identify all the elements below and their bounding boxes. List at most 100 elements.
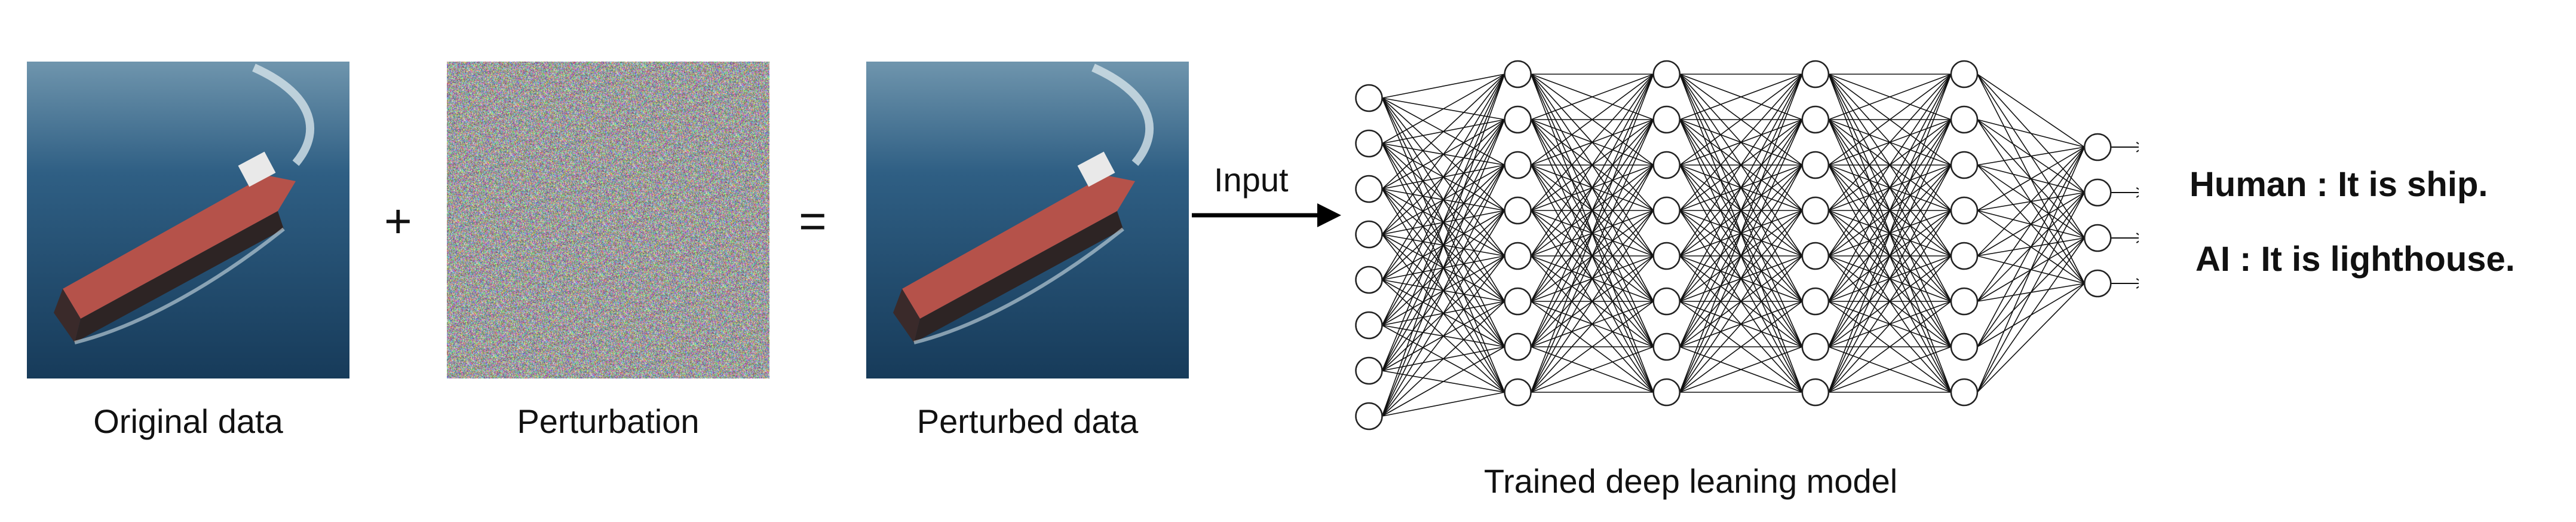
network-edge: [1530, 164, 1654, 393]
network-edge: [1679, 119, 1803, 393]
network-node: [1801, 378, 1830, 407]
network-node: [1801, 151, 1830, 179]
network-node: [1801, 287, 1830, 316]
network-node: [1504, 151, 1532, 179]
network-edge: [1828, 74, 1952, 257]
network-edge: [1828, 210, 1952, 393]
network-node: [2084, 178, 2112, 207]
network-node: [1652, 105, 1680, 134]
network-edge: [1382, 74, 1505, 99]
caption-perturbation: Perturbation: [517, 402, 700, 440]
network-node: [1950, 332, 1979, 361]
network-edge: [1977, 146, 2085, 166]
caption-model: Trained deep leaning model: [1484, 462, 1898, 500]
perturbed-image: [866, 62, 1189, 378]
network-node: [1652, 60, 1680, 88]
network-node: [1355, 220, 1383, 249]
network-edge: [1531, 301, 1654, 393]
network-node: [1652, 151, 1680, 179]
network-node: [1355, 311, 1383, 340]
plus-operator: +: [384, 194, 412, 248]
network-edge: [1828, 119, 1952, 393]
original-image: [27, 62, 349, 378]
network-node: [2084, 269, 2112, 298]
network-edge: [1381, 74, 1505, 326]
network-edge: [1679, 210, 1803, 393]
network-edge: [1381, 74, 1505, 280]
network-edge: [1977, 283, 2085, 393]
network-edge: [1530, 74, 1654, 302]
network-edge: [1977, 146, 2085, 302]
network-edge: [1679, 74, 1803, 211]
network-edge: [1828, 74, 1952, 166]
network-node: [1801, 105, 1830, 134]
network-node: [1355, 265, 1383, 294]
network-node: [1950, 151, 1979, 179]
network-edge: [1977, 146, 2085, 347]
network-edge: [1530, 74, 1654, 393]
network-node: [1504, 332, 1532, 361]
network-edge: [1828, 74, 1952, 302]
network-edge: [1828, 346, 1952, 393]
network-edge: [1381, 74, 1505, 190]
network-edge: [1531, 74, 1654, 166]
network-node: [1652, 242, 1680, 270]
network-edge: [1381, 74, 1505, 417]
network-edge: [1530, 119, 1654, 393]
perturbation-image: [447, 62, 769, 378]
network-edge: [1679, 74, 1803, 302]
network-edge: [1679, 74, 1803, 120]
network-node: [1355, 84, 1383, 112]
network-edge: [1828, 164, 1952, 393]
ship-image: [27, 62, 349, 378]
caption-original: Original data: [93, 402, 283, 440]
network-node: [1504, 105, 1532, 134]
network-node: [1355, 356, 1383, 385]
network-edge: [1382, 392, 1505, 417]
network-edge: [1531, 255, 1654, 393]
network-edge: [1530, 74, 1654, 347]
network-edge: [1977, 74, 2085, 148]
network-edge: [1679, 74, 1803, 257]
network-node: [1801, 242, 1830, 270]
network-node: [2084, 224, 2112, 252]
network-edge: [1828, 301, 1952, 393]
network-edge: [1828, 74, 1952, 211]
network-edge: [1381, 164, 1505, 417]
noise-canvas: [447, 62, 769, 378]
network-node: [1950, 196, 1979, 225]
network-edge: [1828, 255, 1952, 393]
input-label: Input: [1214, 161, 1289, 199]
network-edge: [1679, 255, 1803, 393]
network-edge: [1977, 146, 2085, 211]
network-node: [1355, 129, 1383, 158]
network-node: [1950, 242, 1979, 270]
network-edge: [1977, 146, 2085, 257]
network-edges: [1381, 74, 2086, 417]
network-node: [1355, 175, 1383, 203]
network-edge: [1679, 301, 1803, 393]
network-node: [1652, 196, 1680, 225]
network-node: [1504, 287, 1532, 316]
network-edge: [1828, 74, 1952, 347]
network-edge: [1828, 74, 1952, 120]
network-node: [1652, 287, 1680, 316]
network-node: [1504, 242, 1532, 270]
network-node: [1950, 378, 1979, 407]
network-edge: [1382, 74, 1505, 144]
network-node: [1504, 196, 1532, 225]
network-node: [1504, 60, 1532, 88]
network-edge: [1679, 74, 1803, 393]
network-edge: [1381, 301, 1505, 417]
network-node: [1504, 378, 1532, 407]
network-node: [1652, 332, 1680, 361]
network-node: [2084, 133, 2112, 161]
network-edge: [1679, 74, 1803, 166]
network-node: [1801, 332, 1830, 361]
network-edge: [1530, 74, 1654, 257]
network-edge: [1381, 119, 1505, 417]
network-node: [1950, 105, 1979, 134]
network-edge: [1828, 74, 1952, 393]
network-edge: [1381, 255, 1505, 417]
network-edge: [1382, 346, 1505, 417]
